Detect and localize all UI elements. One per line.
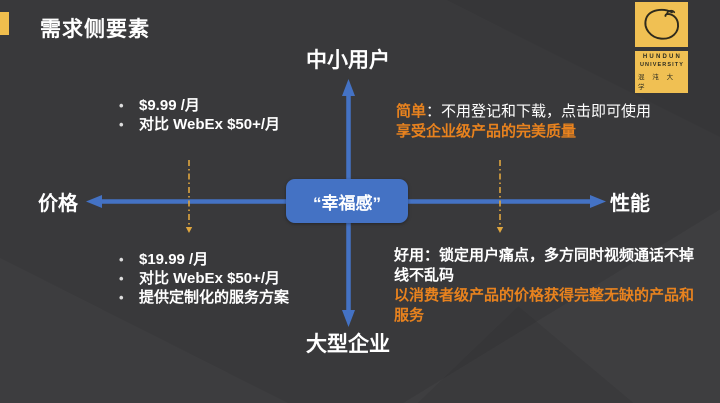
center-concept-box: “幸福感” [286,179,408,223]
hand-drawn-circle-icon [643,8,679,40]
top-left-bullet-list: $9.99 /月 对比 WebEx $50+/月 [119,96,280,134]
logo-wordmark: HUNDUN UNIVERSITY 混 沌 大 学 [635,51,688,93]
circle-tail-stroke [665,9,675,14]
arrow-left-icon [86,195,102,208]
arrow-right-icon [590,195,606,208]
dashed-arrowhead-right-icon [496,227,504,233]
arrow-down-icon [342,310,355,327]
top-right-note-line1: 简单：不用登记和下载，点击即可使用 [396,102,702,122]
logo-circle-icon [635,2,688,47]
bottom-right-note: 好用：锁定用户痛点，多方同时视频通话不掉线不乱码 以消费者级产品的价格获得完整无… [394,246,708,326]
arrow-up-icon [342,79,355,96]
list-item: $9.99 /月 [119,96,280,115]
list-item: $19.99 /月 [119,250,289,269]
list-item: 对比 WebEx $50+/月 [119,115,280,134]
title-accent-bar [0,12,9,35]
top-right-note: 简单：不用登记和下载，点击即可使用 享受企业级产品的完美质量 [396,102,702,142]
list-item: 提供定制化的服务方案 [119,288,289,307]
page-title: 需求侧要素 [40,18,150,41]
axis-label-top: 中小用户 [306,49,390,72]
list-item: 对比 WebEx $50+/月 [119,269,289,288]
logo-text-en1: HUNDUN [642,53,683,60]
dashed-arrowhead-left-icon [185,227,193,233]
axis-label-right: 性能 [610,193,650,215]
hundun-university-logo: HUNDUN UNIVERSITY 混 沌 大 学 [635,2,688,93]
bottom-left-bullet-list: $19.99 /月 对比 WebEx $50+/月 提供定制化的服务方案 [119,250,289,307]
bottom-right-note-lead: 好用：锁定用户痛点，多方同时视频通话不掉线不乱码 [394,247,695,284]
logo-text-cn: 混 沌 大 学 [638,73,677,91]
bottom-right-note-highlight: 以消费者级产品的价格获得完整无缺的产品和服务 [394,287,695,324]
logo-text-en2: UNIVERSITY [639,61,684,68]
note-text: ：不用登记和下载，点击即可使用 [426,103,652,120]
axis-label-bottom: 大型企业 [306,333,390,356]
center-concept-label: “幸福感” [313,193,381,213]
keyword-highlight: 简单 [396,103,427,120]
axis-label-left: 价格 [38,193,78,215]
top-right-note-highlight: 享受企业级产品的完美质量 [396,123,577,140]
